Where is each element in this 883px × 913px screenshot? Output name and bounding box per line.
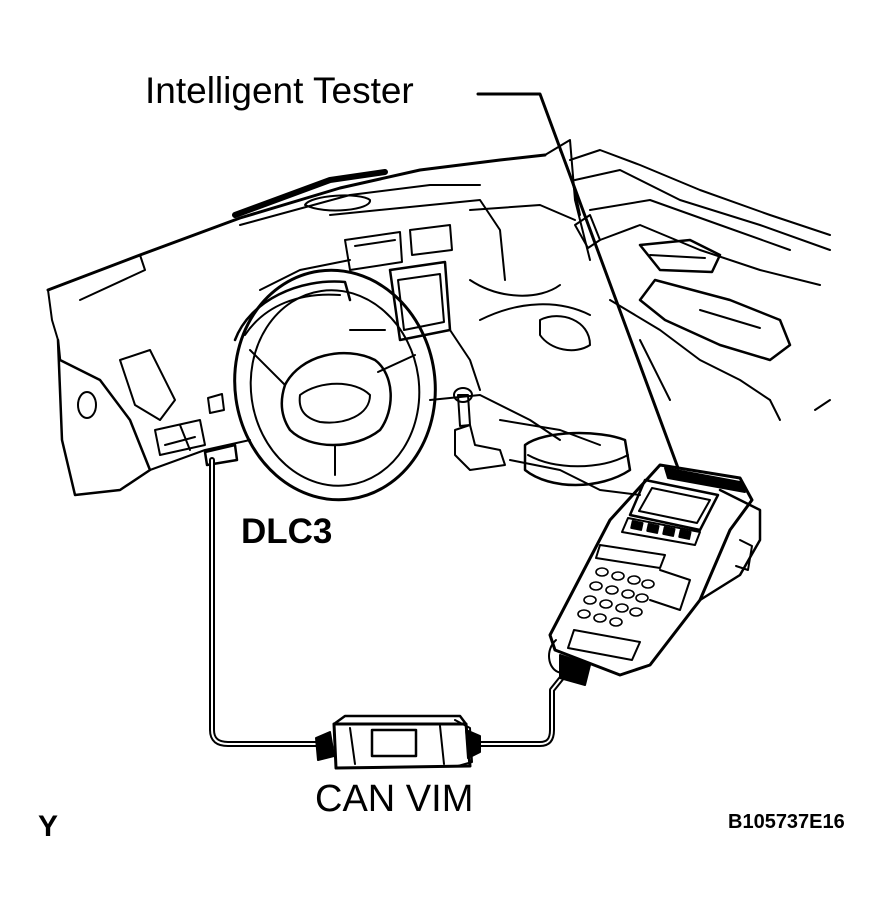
- cables: [209, 457, 571, 747]
- intelligent-tester-device: [476, 92, 762, 686]
- dlc3-label: DLC3: [241, 512, 333, 551]
- can-vim-module: [315, 714, 481, 770]
- intelligent-tester-label: Intelligent Tester: [145, 70, 414, 111]
- can-vim-label: CAN VIM: [315, 778, 474, 820]
- steering-wheel: [233, 268, 437, 502]
- dashboard: [46, 139, 641, 497]
- figure-id-label: B105737E16: [728, 811, 845, 833]
- passenger-door: [539, 149, 831, 421]
- view-code-label: Y: [38, 810, 59, 843]
